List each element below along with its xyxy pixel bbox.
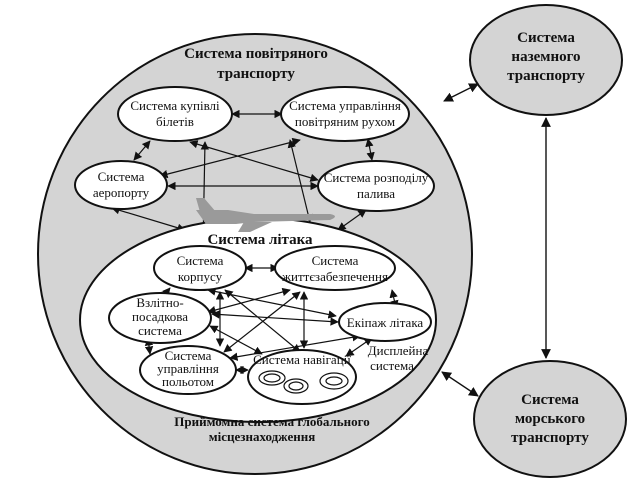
navigation-system-label: Система навігації [253,352,351,367]
sea-transport-label-3: транспорту [511,430,589,446]
fuselage-system-node [153,245,247,291]
airport-system-label: Система [98,169,145,184]
ground-transport-circle [469,4,623,116]
landing-system-label-3: система [138,323,182,338]
crew-node [338,302,432,342]
flight-control-system-node [139,345,237,395]
ticket-system-label: Система купівлі [130,98,220,113]
sea-transport-circle [473,360,627,478]
ground-transport-label: Система [517,30,575,46]
atc-system-label-2: повітряним рухом [295,114,395,129]
fuselage-system-label: Система [177,253,224,268]
display-system-label: Дисплейна [368,343,429,358]
landing-system-label: Взлітно- [136,295,183,310]
air-transport-title-2: транспорту [217,66,295,82]
life-support-system-label-2: життєзабезпечення [281,269,388,284]
sea-transport-label-2: морського [515,411,585,427]
sea-transport-label: Система [521,392,579,408]
gps-receiver-label: Приймомна система глобального [174,414,369,429]
ground-transport-label-3: транспорту [507,68,585,84]
connector-air-sea [441,371,479,397]
airport-system-node [74,160,168,210]
landing-system-node [108,292,212,344]
air-transport-title: Система повітряного [184,46,328,62]
navigation-subsystems [258,370,349,394]
navigation-system-node [247,349,357,405]
fuselage-system-label-2: корпусу [178,269,223,284]
atc-system-node [280,86,410,142]
crew-label: Екіпаж літака [347,315,424,330]
flight-control-system-label: Система [165,348,212,363]
flight-control-system-label-2: управління [157,361,219,376]
display-system-label-2: система [370,358,414,373]
life-support-system-node [274,245,396,291]
fuel-system-node [317,160,435,212]
air-system-connectors [111,109,375,247]
landing-system-label-2: посадкова [132,309,188,324]
fuel-system-label-2: палива [357,186,395,201]
atc-system-label: Система управління [289,98,401,113]
ground-transport-label-2: наземного [511,49,580,65]
airport-system-label-2: аеропорту [93,185,150,200]
fuel-system-label: Система розподілу [324,170,429,185]
connector-air-ground [443,83,479,102]
airplane-icon [196,198,335,232]
life-support-system-label: Система [312,253,359,268]
ticket-system-node [117,86,233,142]
aircraft-system-title: Система літака [207,232,313,248]
ticket-system-label-2: білетів [156,114,194,129]
gps-receiver-label-2: місцезнаходження [209,429,315,444]
flight-control-system-label-3: польотом [162,374,214,389]
